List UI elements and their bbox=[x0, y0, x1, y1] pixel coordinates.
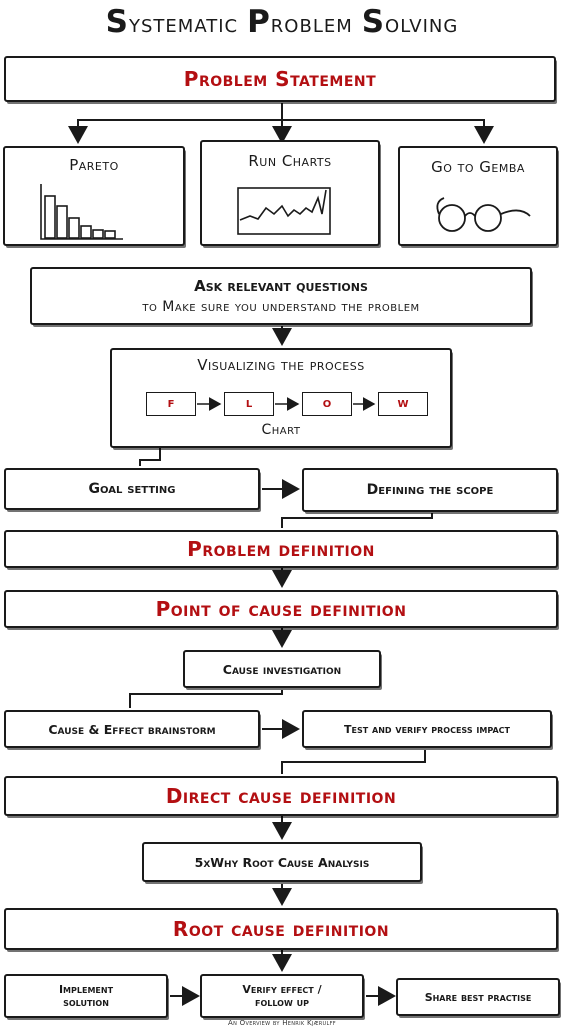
direct-cause-label: Direct cause definition bbox=[165, 784, 397, 808]
implement-label: Implement solution bbox=[58, 983, 114, 1009]
cause-investigation-label: Cause investigation bbox=[222, 661, 342, 677]
questions-box: Ask relevant questions to Make sure you … bbox=[30, 267, 532, 325]
verify-effect-label: Verify effect / follow up bbox=[242, 983, 322, 1009]
direct-cause-box: Direct cause definition bbox=[4, 776, 558, 816]
cause-effect-box: Cause & Effect brainstorm bbox=[4, 710, 260, 748]
problem-statement-box: Problem Statement bbox=[4, 56, 556, 102]
questions-heading: Ask relevant questions bbox=[194, 277, 368, 295]
run-charts-box: Run Charts bbox=[200, 140, 380, 246]
flow-letter-o: O bbox=[302, 392, 352, 416]
pareto-label: Pareto bbox=[69, 156, 119, 174]
glasses-icon bbox=[436, 197, 531, 232]
goal-setting-box: Goal setting bbox=[4, 468, 260, 510]
root-cause-label: Root cause definition bbox=[172, 917, 390, 941]
run-charts-label: Run Charts bbox=[248, 152, 332, 170]
point-of-cause-label: Point of cause definition bbox=[155, 597, 407, 621]
defining-scope-label: Defining the scope bbox=[366, 482, 494, 498]
flow-arrows bbox=[197, 397, 376, 411]
verify-effect-box: Verify effect / follow up bbox=[200, 974, 364, 1018]
run-chart-icon bbox=[237, 187, 331, 235]
share-label: Share best practise bbox=[424, 990, 532, 1004]
flow-letter-l: L bbox=[224, 392, 274, 416]
flow-letter-f: F bbox=[146, 392, 196, 416]
pareto-box: Pareto bbox=[3, 146, 185, 246]
questions-subtitle: to Make sure you understand the problem bbox=[142, 299, 420, 315]
problem-statement-label: Problem Statement bbox=[183, 67, 377, 91]
goal-setting-label: Goal setting bbox=[88, 481, 176, 497]
visualize-footer: Chart bbox=[261, 422, 301, 438]
five-why-label: 5xWhy Root Cause Analysis bbox=[194, 854, 370, 870]
five-why-box: 5xWhy Root Cause Analysis bbox=[142, 842, 422, 882]
test-verify-label: Test and verify process impact bbox=[344, 722, 510, 736]
root-cause-box: Root cause definition bbox=[4, 908, 558, 950]
cause-effect-label: Cause & Effect brainstorm bbox=[48, 721, 216, 737]
footer-credit: An Overview by Henrik Kjærulff bbox=[228, 1019, 336, 1027]
share-box: Share best practise bbox=[396, 978, 560, 1016]
problem-definition-label: Problem definition bbox=[187, 537, 375, 561]
cause-investigation-box: Cause investigation bbox=[183, 650, 381, 688]
point-of-cause-box: Point of cause definition bbox=[4, 590, 558, 628]
test-verify-box: Test and verify process impact bbox=[302, 710, 552, 748]
gemba-box: Go to Gemba bbox=[398, 146, 558, 246]
problem-definition-box: Problem definition bbox=[4, 530, 558, 568]
gemba-label: Go to Gemba bbox=[431, 158, 525, 176]
pareto-chart-icon bbox=[40, 184, 123, 240]
flow-letter-w: W bbox=[378, 392, 428, 416]
page-title: Systematic Problem Solving bbox=[105, 4, 459, 40]
visualize-heading: Visualizing the process bbox=[197, 356, 365, 374]
defining-scope-box: Defining the scope bbox=[302, 468, 558, 512]
implement-box: Implement solution bbox=[4, 974, 168, 1018]
visualize-box: Visualizing the process F L O W Chart bbox=[110, 348, 452, 448]
